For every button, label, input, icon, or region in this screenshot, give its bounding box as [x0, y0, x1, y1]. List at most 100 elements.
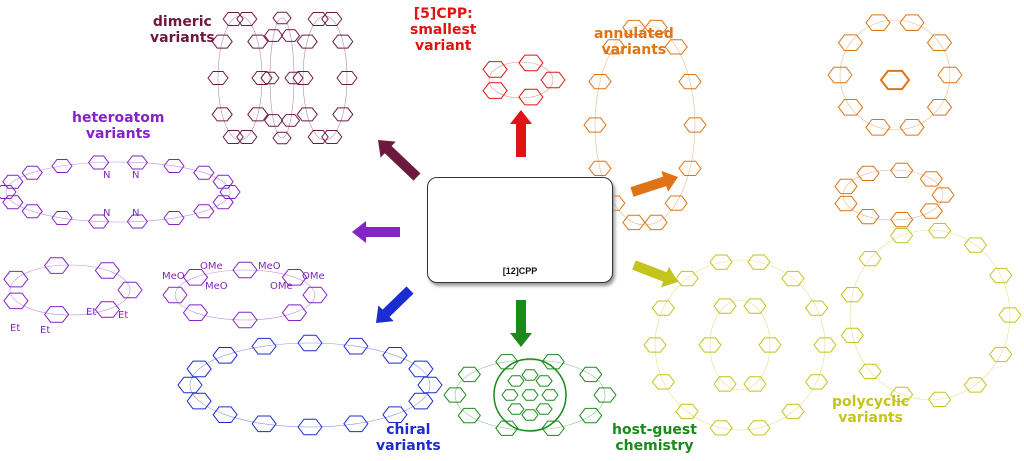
- chiral-ring: [212, 347, 238, 364]
- dimeric-ring: [336, 71, 358, 85]
- arrow-to-5cpp: [510, 110, 532, 157]
- annulated-ring: [827, 66, 853, 84]
- annulated-ring: [890, 212, 914, 228]
- polycyclic-ring: [709, 420, 733, 436]
- host-ring: [579, 366, 603, 383]
- cpp5-ring: [482, 82, 508, 99]
- label-line: variants: [376, 438, 441, 454]
- atom-label: N: [132, 208, 140, 219]
- polycyclic-ring: [858, 363, 882, 379]
- label-line: variants: [838, 410, 903, 426]
- polycyclic-ring: [889, 227, 914, 244]
- center-12cpp-box: [12]CPP: [427, 177, 613, 283]
- annulated-ring: [890, 162, 914, 178]
- annulated-ring: [622, 214, 646, 231]
- polycyclic-ring: [643, 337, 667, 353]
- heteroatom-ring: [232, 311, 258, 329]
- polycyclic-ring: [713, 298, 737, 314]
- heteroatom-ring: [193, 165, 215, 180]
- chiral-ring: [417, 376, 443, 394]
- polycyclic-ring: [675, 270, 699, 287]
- atom-label: MeO: [258, 261, 281, 272]
- polycyclic-ring: [927, 391, 952, 407]
- polycyclic-ring: [781, 270, 805, 287]
- polycyclic-ring: [963, 237, 988, 253]
- polycyclic-ring: [840, 327, 864, 343]
- fullerene-face: [507, 375, 525, 387]
- label-line: chemistry: [615, 438, 694, 454]
- hoop-bond-line: [842, 169, 944, 221]
- polycyclic-ring: [813, 337, 837, 353]
- heteroatom-ring: [182, 304, 209, 321]
- polycyclic-ring: [781, 403, 805, 420]
- chiral-ring: [251, 337, 277, 355]
- dimeric-ring: [332, 107, 354, 122]
- chiral-ring: [382, 406, 408, 423]
- annulated-ring: [602, 39, 626, 55]
- dimeric-ring: [222, 130, 244, 144]
- label-chiral-variants: chiral variants: [376, 422, 441, 454]
- heteroatom-ring: [163, 211, 185, 225]
- heteroatom-ring: [232, 261, 258, 279]
- label-line: dimeric: [152, 14, 212, 30]
- polycyclic-ring: [840, 287, 864, 303]
- label-heteroatom-variants: heteroatom variants: [72, 110, 165, 142]
- cpp5-ring: [540, 71, 566, 89]
- heteroatom-ring: [21, 204, 43, 219]
- chiral-ring: [343, 415, 369, 433]
- atom-label: MeO: [205, 281, 228, 292]
- heteroatom-ring: [94, 301, 121, 318]
- atom-label: N: [103, 170, 111, 181]
- arrow-to-host-guest: [510, 300, 532, 347]
- label-line: smallest: [410, 22, 477, 38]
- cpp5-ring: [518, 88, 544, 106]
- polycyclic-ring: [963, 377, 988, 393]
- hoop-bond-line: [269, 17, 295, 139]
- atom-label: N: [103, 208, 111, 219]
- annulated-ring: [919, 203, 943, 219]
- label-line: variant: [415, 38, 472, 54]
- dimeric-ring: [260, 71, 280, 85]
- dimeric-ring: [307, 130, 329, 144]
- host-ring: [457, 407, 481, 424]
- polycyclic-ring: [804, 300, 829, 316]
- polycyclic-ring: [998, 307, 1022, 323]
- dimeric-ring: [247, 107, 269, 122]
- fullerene-face: [507, 403, 525, 415]
- heteroatom-ring: [87, 214, 110, 229]
- heteroatom-ring: [0, 185, 17, 199]
- annulated-ring: [931, 187, 955, 203]
- annulated-ring: [919, 171, 943, 187]
- heteroatom-ring: [2, 174, 24, 189]
- polycyclic-ring: [651, 374, 676, 390]
- polycyclic-ring: [713, 376, 737, 392]
- label-5cpp-smallest: [5]CPP: smallest variant: [410, 6, 477, 54]
- annulated-ring: [834, 195, 858, 212]
- atom-label: Et: [40, 325, 51, 336]
- annulated-ring: [879, 69, 911, 91]
- heteroatom-ring: [87, 155, 110, 170]
- polycyclic-ring: [747, 254, 771, 270]
- annulated-ring: [622, 19, 646, 36]
- polycyclic-ring: [743, 298, 767, 314]
- annulated-ring: [865, 14, 891, 31]
- fullerene-face: [501, 389, 519, 401]
- dimeric-ring: [292, 71, 314, 85]
- hoop-bond-line: [189, 342, 431, 428]
- label-line: variants: [150, 30, 215, 46]
- heteroatom-ring: [163, 159, 185, 173]
- polycyclic-ring: [989, 346, 1013, 363]
- polycyclic-ring: [804, 374, 829, 390]
- dimeric-ring: [222, 12, 244, 26]
- host-ring: [593, 387, 617, 403]
- fullerene-face: [535, 375, 553, 387]
- label-line: chiral: [386, 422, 431, 438]
- label-line: variants: [601, 42, 667, 58]
- hoop-bond-line: [454, 359, 606, 431]
- chiral-ring: [343, 337, 369, 355]
- heteroatom-ring: [126, 155, 149, 170]
- atom-label: MeO: [162, 271, 185, 282]
- annulated-ring: [837, 99, 864, 116]
- arrow-to-chiral: [376, 286, 414, 323]
